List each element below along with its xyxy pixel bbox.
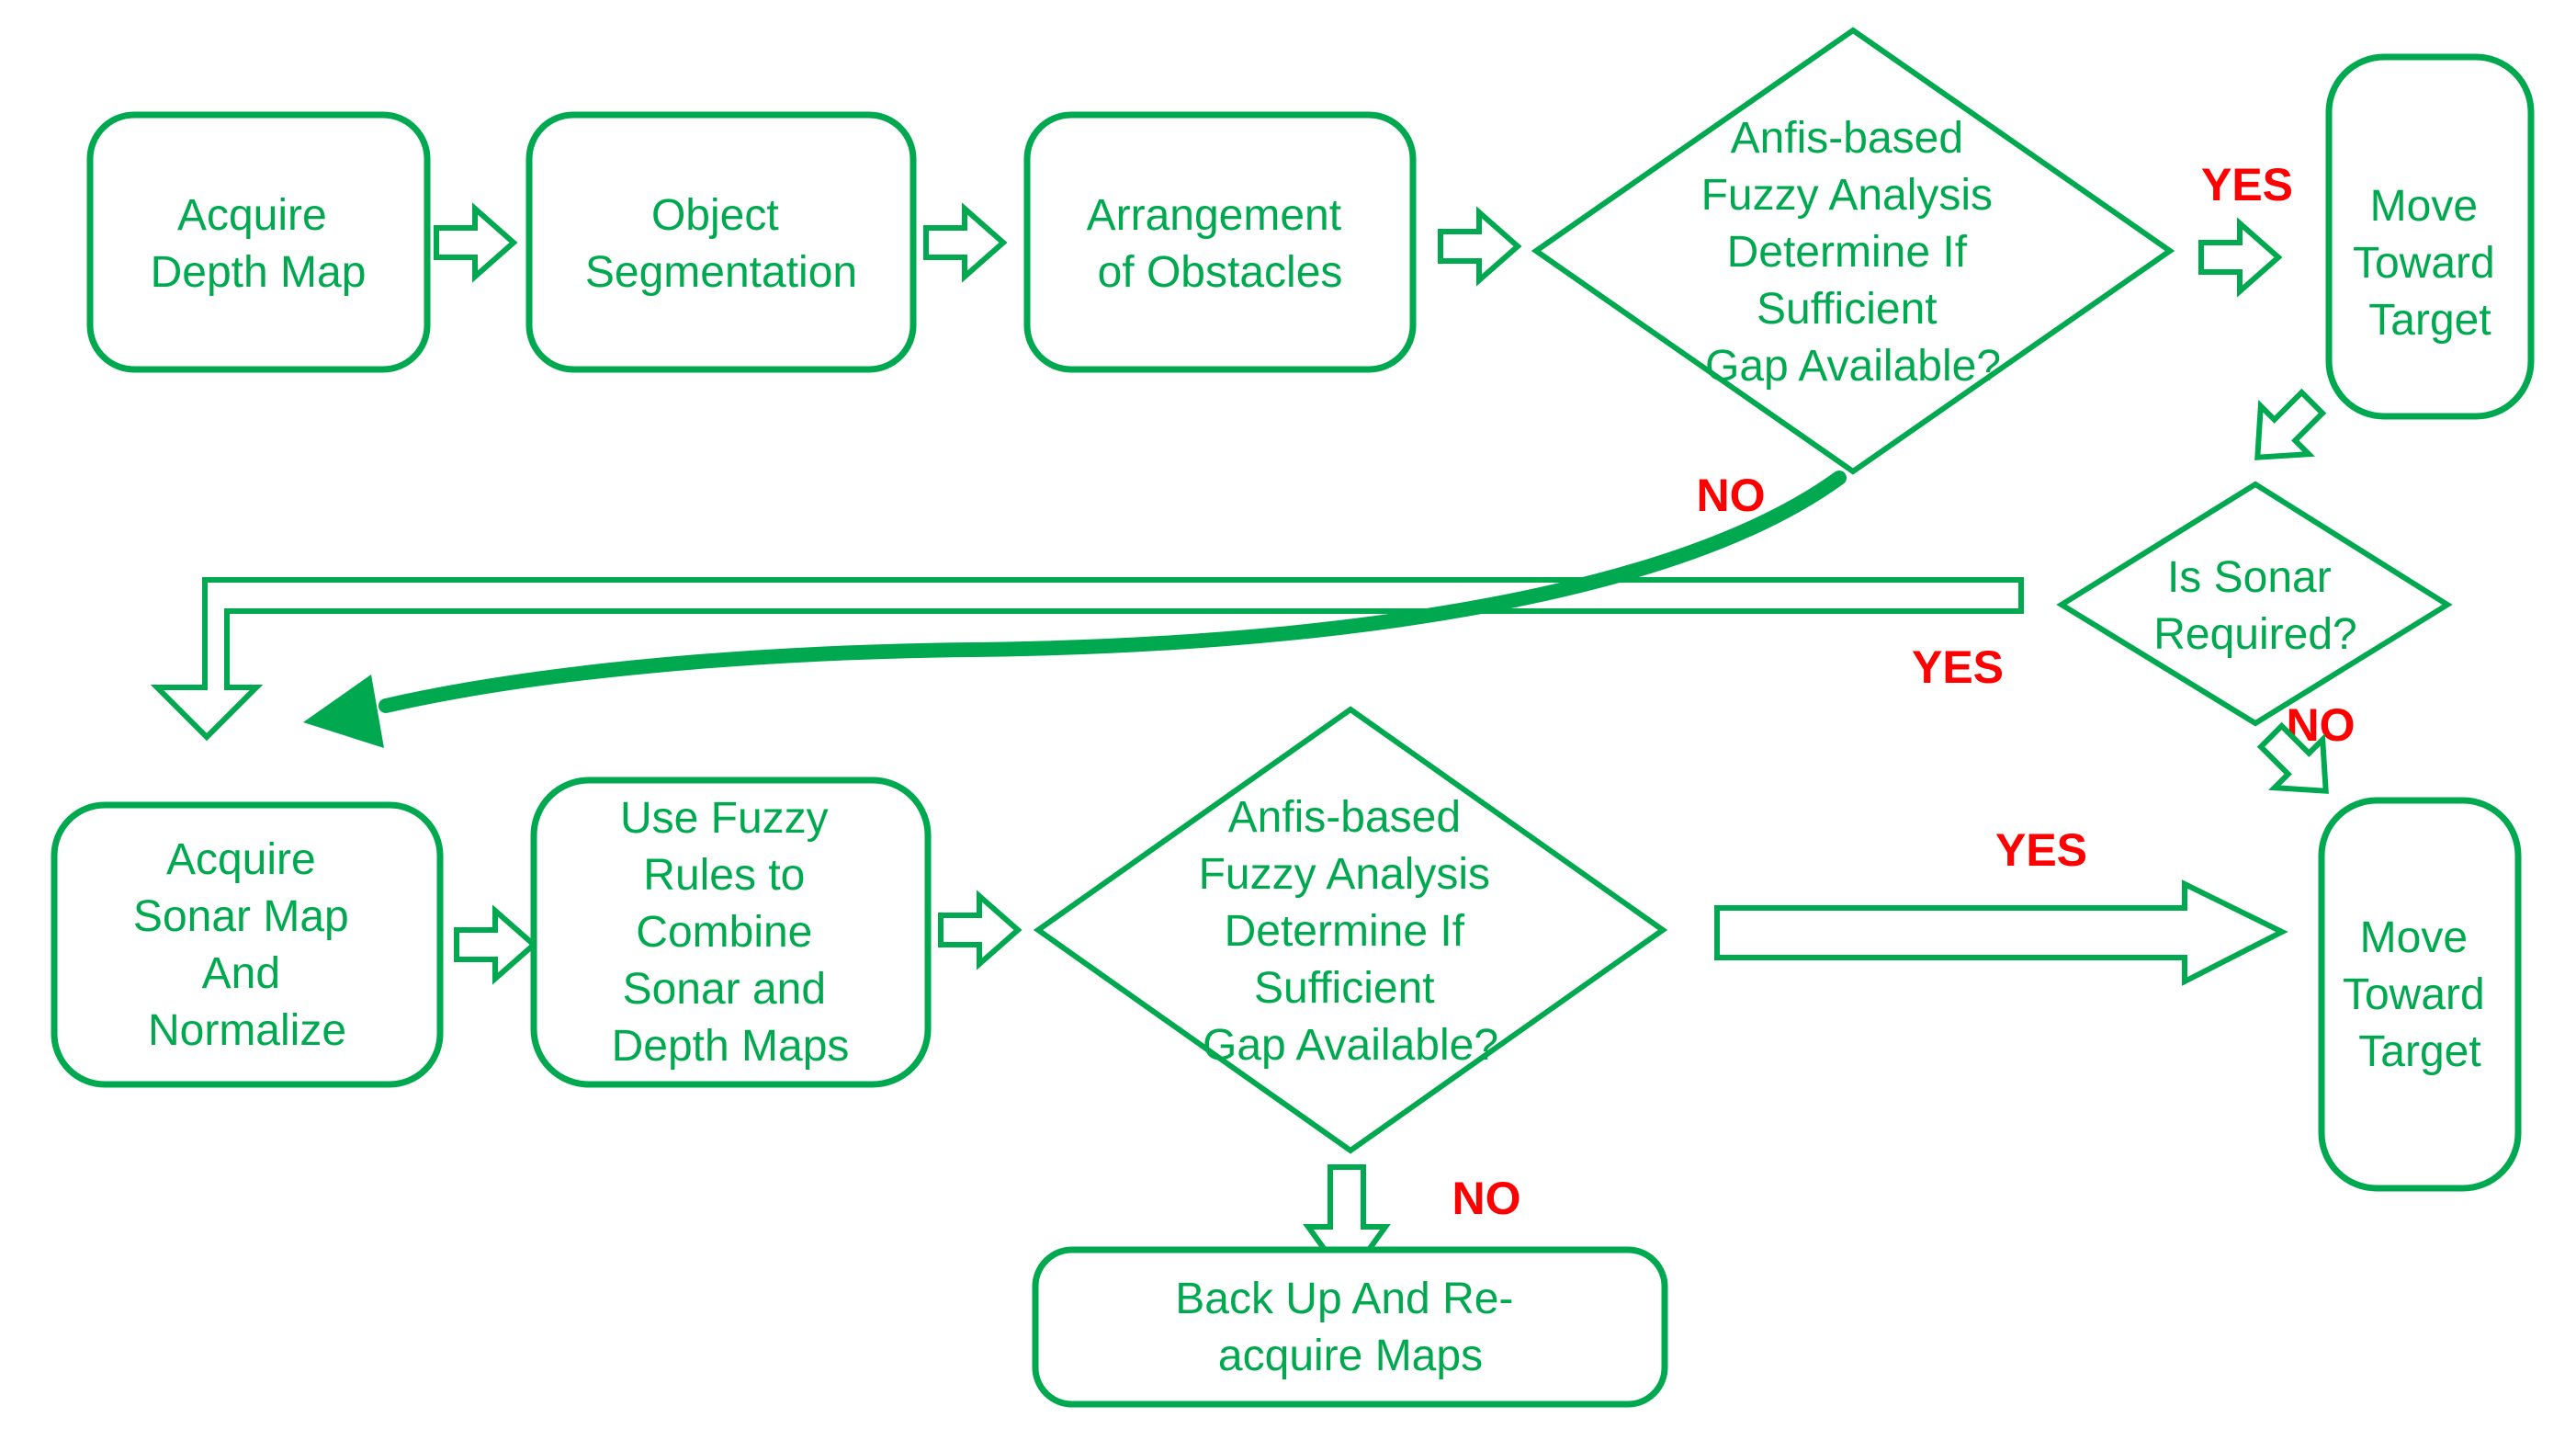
- arrangement-of-obstacles-box: [1023, 111, 1417, 373]
- node-move-toward-target-top: Move Toward Target: [2325, 53, 2535, 420]
- use-fuzzy-rules-label: Use Fuzzy Rules to Combine Sonar and Dep…: [612, 794, 850, 1071]
- flow-arrow-right-icon: [454, 904, 538, 985]
- node-back-up-reacquire: Back Up And Re- acquire Maps: [1032, 1246, 1668, 1408]
- anfis-decision-bottom-diamond: [1033, 706, 1668, 1154]
- label-no-bottom: NO: [1452, 1173, 1521, 1224]
- anfis-decision-bottom-label: Anfis-based Fuzzy Analysis Determine If …: [1199, 793, 1503, 1070]
- node-acquire-depth-map: Acquire Depth Map: [86, 111, 431, 373]
- label-yes-sonar: YES: [1912, 641, 2004, 693]
- acquire-depth-map-box: [86, 111, 431, 373]
- node-acquire-sonar-map: Acquire Sonar Map And Normalize: [51, 801, 444, 1088]
- move-toward-target-top-label: Move Toward Target: [2353, 182, 2507, 345]
- flow-arrow-right-icon: [434, 202, 518, 283]
- flow-arrow-down-left-icon: [2254, 388, 2327, 460]
- flow-arrow-elbow-return-icon: [150, 577, 2024, 742]
- flow-arrow-right-icon: [2198, 217, 2283, 298]
- node-use-fuzzy-rules: Use Fuzzy Rules to Combine Sonar and Dep…: [530, 777, 932, 1088]
- label-no-top: NO: [1697, 470, 1766, 521]
- acquire-sonar-map-label: Acquire Sonar Map And Normalize: [133, 835, 361, 1055]
- arrangement-of-obstacles-label: Arrangement of Obstacles: [1087, 191, 1354, 297]
- label-yes-top: YES: [2201, 159, 2293, 210]
- acquire-depth-map-label: Acquire Depth Map: [151, 191, 367, 297]
- flow-arrow-long-right-icon: [1714, 879, 2288, 986]
- is-sonar-required-diamond: [2056, 481, 2453, 727]
- node-move-toward-target-bottom: Move Toward Target: [2318, 797, 2522, 1192]
- curved-arrow-head-icon: [303, 675, 384, 748]
- back-up-reacquire-label: Back Up And Re- acquire Maps: [1175, 1275, 1526, 1380]
- move-toward-target-bottom-label: Move Toward Target: [2343, 913, 2497, 1076]
- anfis-decision-top-label: Anfis-based Fuzzy Analysis Determine If …: [1701, 114, 2005, 391]
- node-arrangement-of-obstacles: Arrangement of Obstacles: [1023, 111, 1417, 373]
- curved-arrow-shaft: [378, 471, 1847, 713]
- object-segmentation-box: [525, 111, 917, 373]
- flow-arrow-right-icon: [1438, 206, 1522, 287]
- node-anfis-decision-top: Anfis-based Fuzzy Analysis Determine If …: [1531, 27, 2175, 475]
- move-toward-target-top-box: [2325, 53, 2535, 420]
- label-yes-bottom: YES: [1995, 824, 2087, 876]
- object-segmentation-label: Object Segmentation: [585, 191, 857, 297]
- is-sonar-required-label: Is Sonar Required?: [2153, 553, 2356, 659]
- move-toward-target-bottom-box: [2318, 797, 2522, 1192]
- back-up-reacquire-box: [1032, 1246, 1668, 1408]
- acquire-sonar-map-box: [51, 801, 444, 1088]
- node-object-segmentation: Object Segmentation: [525, 111, 917, 373]
- flow-arrow-right-icon: [923, 202, 1008, 283]
- node-is-sonar-required: Is Sonar Required?: [2056, 481, 2453, 727]
- use-fuzzy-rules-box: [530, 777, 932, 1088]
- flow-arrow-down-right-icon: [2256, 721, 2329, 794]
- flow-arrow-right-icon: [938, 890, 1022, 970]
- anfis-decision-top-diamond: [1531, 27, 2175, 475]
- node-anfis-decision-bottom: Anfis-based Fuzzy Analysis Determine If …: [1033, 706, 1668, 1154]
- flow-curve-no-path: [303, 471, 1847, 748]
